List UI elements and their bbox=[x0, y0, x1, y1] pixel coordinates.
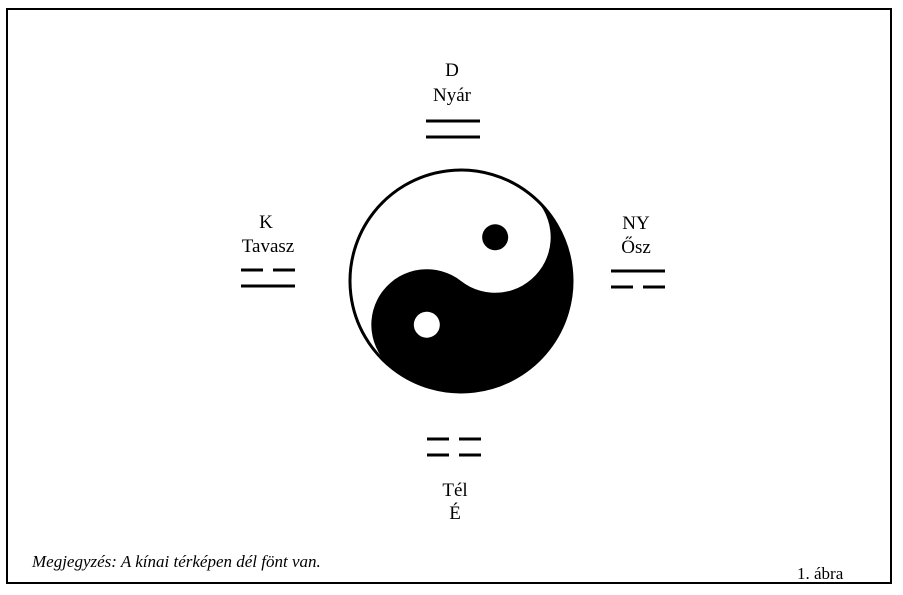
yin-yang-symbol bbox=[348, 168, 574, 394]
yin-half bbox=[371, 193, 572, 392]
west-trigram bbox=[611, 269, 665, 289]
east-code-label: K bbox=[259, 212, 273, 233]
north-trigram bbox=[427, 437, 481, 457]
north-season-label: Tél bbox=[442, 480, 468, 501]
east-season-label: Tavasz bbox=[241, 236, 295, 257]
note-text: Megjegyzés: A kínai térképen dél fönt va… bbox=[32, 552, 321, 571]
figure-label: 1. ábra bbox=[797, 564, 844, 583]
north-code-label: É bbox=[449, 503, 461, 524]
west-code-label: NY bbox=[622, 213, 650, 234]
yin-dot bbox=[413, 311, 440, 338]
south-season-label: Nyár bbox=[433, 85, 471, 106]
south-trigram bbox=[426, 119, 480, 139]
yang-dot bbox=[482, 224, 509, 251]
east-trigram bbox=[241, 268, 295, 288]
south-code-label: D bbox=[445, 60, 459, 81]
figure-frame bbox=[6, 8, 892, 584]
west-season-label: Ősz bbox=[621, 237, 651, 258]
